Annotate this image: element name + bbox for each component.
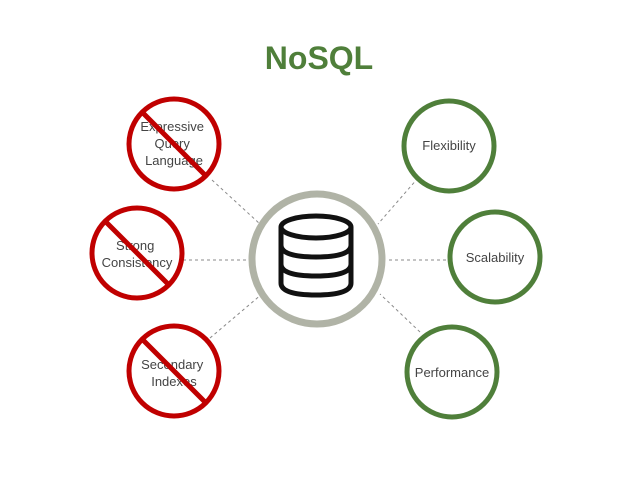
strike-line xyxy=(104,220,170,286)
node-label-line: Flexibility xyxy=(422,138,476,153)
svg-text:Flexibility: Flexibility xyxy=(422,138,476,153)
center-node xyxy=(248,190,386,328)
connector-flexibility xyxy=(377,177,419,225)
svg-text:Strong Consistency: Strong Consistency xyxy=(102,238,173,270)
strike-line xyxy=(141,338,207,404)
diagram-title: NoSQL xyxy=(264,40,374,76)
node-label-line: Scalability xyxy=(466,250,525,265)
svg-text:Performance: Performance xyxy=(415,365,489,380)
node-label-line: Performance xyxy=(415,365,489,380)
strike-line xyxy=(141,111,207,177)
node-secondary-indexes: Secondary Indexes xyxy=(126,323,222,419)
node-strong-consistency: Strong Consistency xyxy=(89,205,185,301)
node-label-line: Consistency xyxy=(102,255,173,270)
node-ring xyxy=(447,209,543,305)
svg-text:Scalability: Scalability xyxy=(466,250,525,265)
connector-expressive-query-language xyxy=(211,179,261,225)
node-ring xyxy=(404,324,500,420)
connector-performance xyxy=(379,293,421,333)
node-label-line: Secondary xyxy=(141,357,204,372)
connector-secondary-indexes xyxy=(209,293,263,339)
connectors xyxy=(183,177,446,339)
node-performance: Performance xyxy=(404,324,500,420)
node-expressive-query-language: Expressive Query Language xyxy=(126,96,222,192)
node-scalability: Scalability xyxy=(447,209,543,305)
node-flexibility: Flexibility xyxy=(401,98,497,194)
node-label-line: Expressive xyxy=(140,119,204,134)
database-icon xyxy=(278,213,354,298)
node-ring xyxy=(401,98,497,194)
